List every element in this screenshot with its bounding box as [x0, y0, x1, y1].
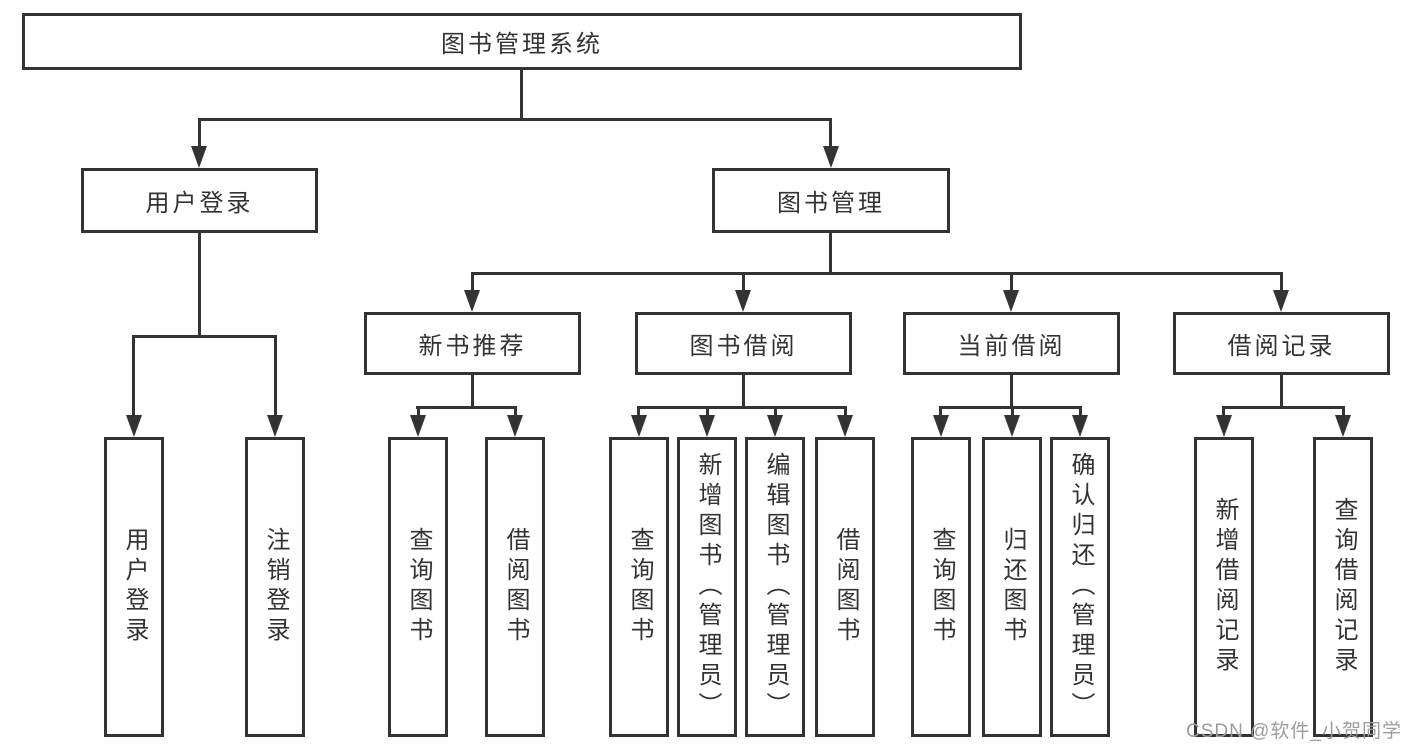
node-book-borrowing: 图书借阅 — [635, 312, 852, 375]
connector-line — [1280, 375, 1283, 408]
connector-line — [198, 233, 201, 337]
connector-line — [471, 272, 1283, 275]
connector-line — [829, 233, 832, 274]
connector-line — [1011, 406, 1014, 417]
arrow-down-icon — [126, 415, 142, 437]
connector-line — [1222, 406, 1345, 409]
connector-line — [514, 406, 517, 417]
connector-line — [939, 406, 942, 417]
connector-line — [774, 406, 777, 417]
node-current-borrowing: 当前借阅 — [903, 312, 1120, 375]
leaf-return-books: 归还图书 — [982, 437, 1042, 737]
arrow-down-icon — [464, 290, 480, 312]
connector-line — [637, 406, 640, 417]
leaf-user-login: 用户登录 — [104, 437, 164, 737]
leaf-add-borrow-record: 新增借阅记录 — [1194, 437, 1254, 737]
arrow-down-icon — [1003, 290, 1019, 312]
connector-line — [1280, 272, 1283, 292]
arrow-down-icon — [1216, 415, 1232, 437]
arrow-down-icon — [631, 415, 647, 437]
leaf-query-books-borrowing: 查询图书 — [609, 437, 669, 737]
connector-line — [1342, 406, 1345, 417]
connector-line — [132, 335, 277, 338]
connector-line — [1222, 406, 1225, 417]
node-library-management-system: 图书管理系统 — [22, 13, 1022, 70]
arrow-down-icon — [191, 146, 207, 168]
connector-line — [471, 375, 474, 408]
node-book-management: 图书管理 — [712, 168, 950, 233]
connector-line — [844, 406, 847, 417]
connector-line — [1010, 375, 1013, 408]
leaf-query-books-current: 查询图书 — [911, 437, 971, 737]
connector-line — [274, 335, 277, 417]
connector-line — [742, 375, 745, 408]
connector-line — [198, 118, 832, 121]
node-user-login: 用户登录 — [81, 168, 318, 233]
connector-line — [417, 406, 420, 417]
arrow-down-icon — [1004, 415, 1020, 437]
leaf-borrow-books: 借阅图书 — [815, 437, 875, 737]
connector-line — [706, 406, 709, 417]
arrow-down-icon — [1273, 290, 1289, 312]
connector-line — [742, 272, 745, 292]
connector-line — [198, 118, 201, 148]
leaf-query-books-recommend: 查询图书 — [388, 437, 448, 737]
connector-line — [1079, 406, 1082, 417]
arrow-down-icon — [823, 146, 839, 168]
connector-line — [520, 70, 523, 120]
arrow-down-icon — [1335, 415, 1351, 437]
leaf-add-books-admin: 新增图书（管理员） — [677, 437, 737, 737]
connector-line — [416, 406, 517, 409]
connector-line — [939, 406, 1082, 409]
arrow-down-icon — [507, 415, 523, 437]
watermark: CSDN @软件_小贺同学 — [1186, 721, 1402, 742]
leaf-confirm-return-admin: 确认归还（管理员） — [1050, 437, 1110, 737]
connector-line — [132, 335, 135, 417]
connector-line — [829, 118, 832, 148]
arrow-down-icon — [837, 415, 853, 437]
arrow-down-icon — [933, 415, 949, 437]
leaf-borrow-books-recommend: 借阅图书 — [485, 437, 545, 737]
leaf-edit-books-admin: 编辑图书（管理员） — [745, 437, 805, 737]
node-borrowing-records: 借阅记录 — [1173, 312, 1390, 375]
arrow-down-icon — [410, 415, 426, 437]
leaf-logout-login: 注销登录 — [245, 437, 305, 737]
arrow-down-icon — [1072, 415, 1088, 437]
arrow-down-icon — [267, 415, 283, 437]
connector-line — [471, 272, 474, 292]
node-new-book-recommendation: 新书推荐 — [364, 312, 581, 375]
arrow-down-icon — [699, 415, 715, 437]
leaf-query-borrow-record: 查询借阅记录 — [1313, 437, 1373, 737]
connector-line — [637, 406, 847, 409]
arrow-down-icon — [767, 415, 783, 437]
arrow-down-icon — [735, 290, 751, 312]
connector-line — [1010, 272, 1013, 292]
